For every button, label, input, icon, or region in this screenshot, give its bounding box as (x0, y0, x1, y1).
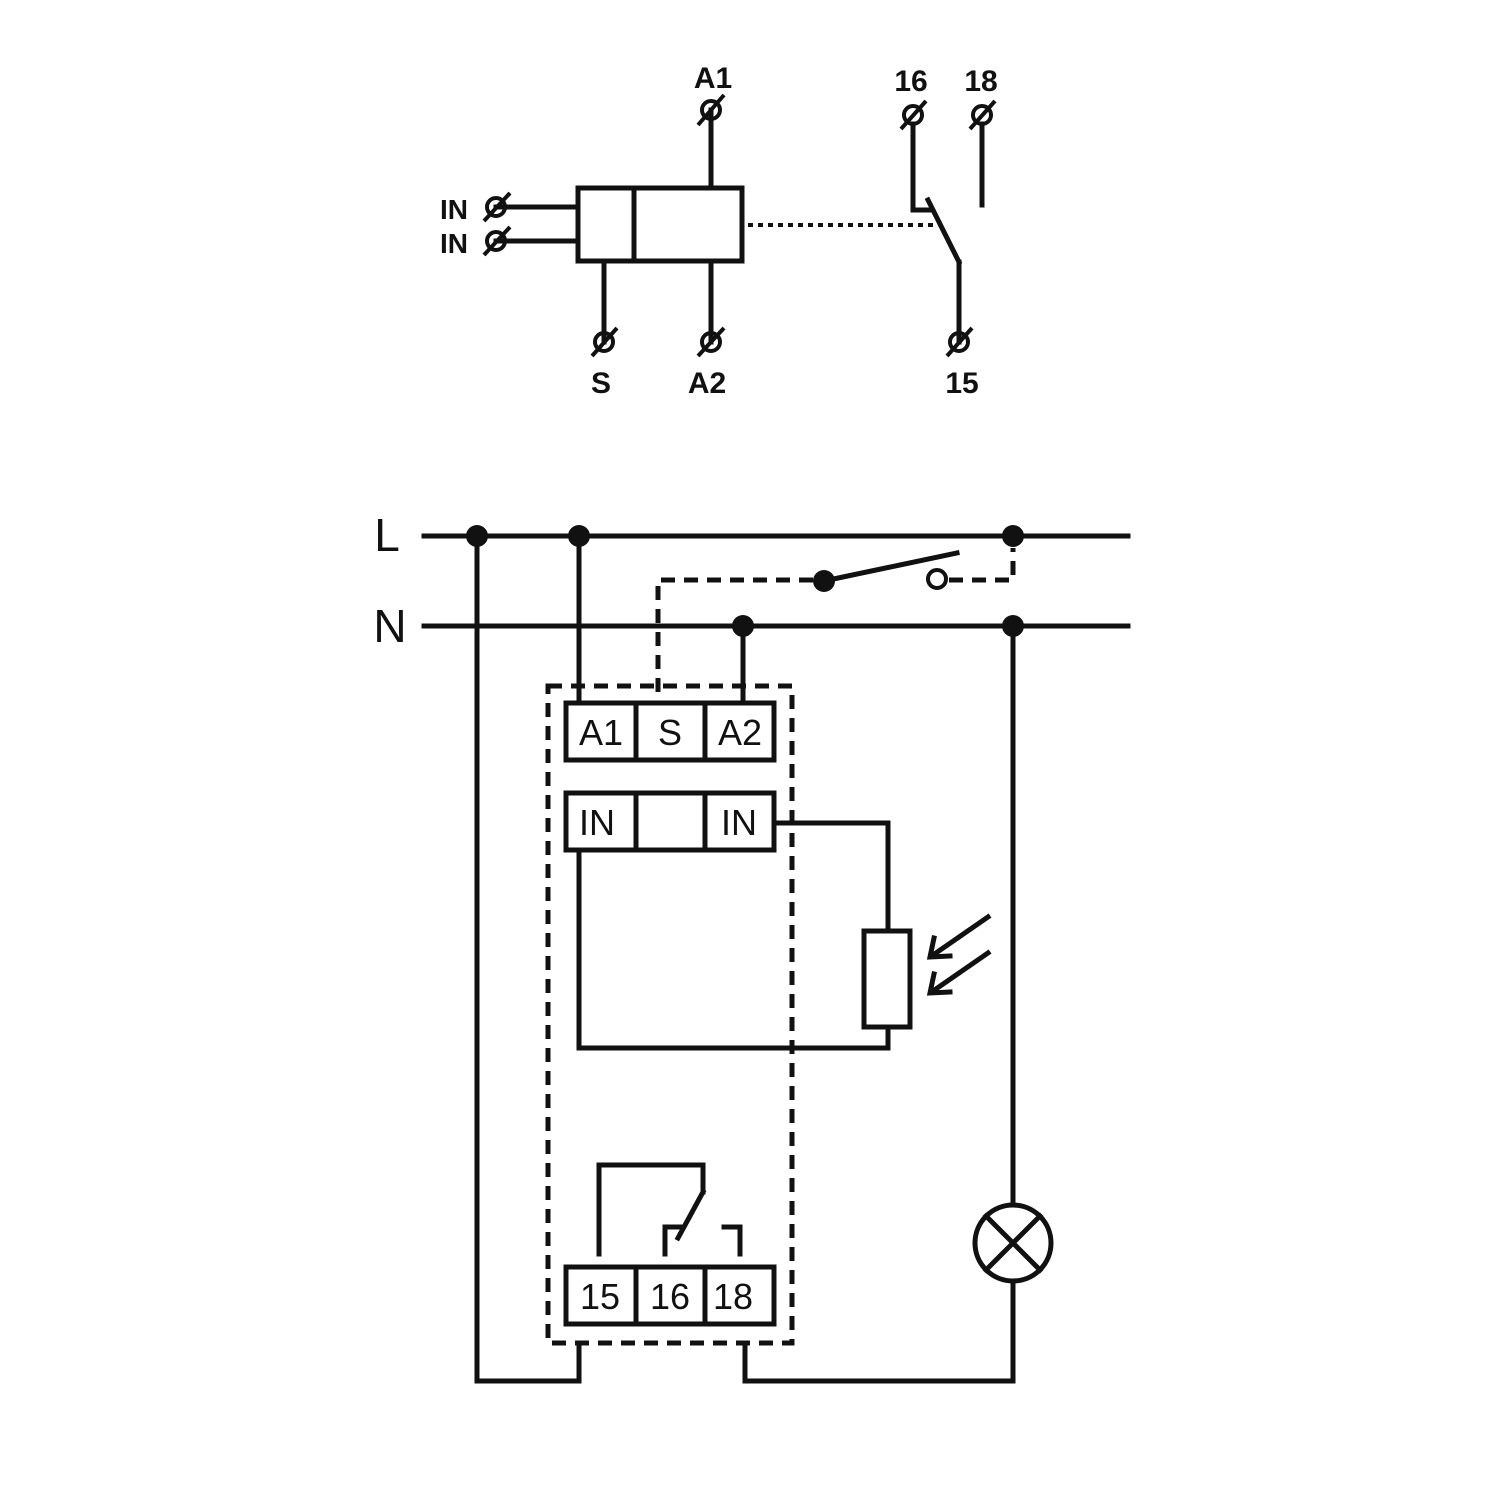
block-label-16: 16 (650, 1276, 690, 1317)
a2-label: A2 (688, 367, 726, 400)
external-switch-blade (821, 550, 960, 584)
a2-terminal-icon (696, 326, 726, 358)
changeover-blade (924, 196, 963, 266)
l-to-15-wire (474, 533, 582, 1384)
internal-contact-blade (674, 1188, 707, 1242)
lamp-to-18-wire (742, 1279, 1016, 1384)
a1-label: A1 (694, 62, 732, 95)
t18-label: 18 (964, 65, 997, 98)
bus-l-label: L (374, 509, 400, 561)
block-label-a1: A1 (579, 712, 623, 753)
photoresistor-icon (861, 928, 913, 1030)
terminal-block-middle: IN IN (563, 790, 777, 853)
t15-terminal-icon (945, 326, 974, 358)
block-label-a2: A2 (718, 712, 762, 753)
s-terminal-icon (590, 326, 619, 358)
internal-contact-15 (596, 1162, 706, 1257)
a1-terminal-icon (696, 93, 726, 127)
in-upper-terminal-icon (482, 191, 512, 223)
light-arrows-icon (926, 913, 992, 996)
relay-symbol: A1 IN IN S A2 (440, 62, 998, 400)
switch-contact-icon (926, 568, 948, 590)
block-label-in-left: IN (579, 802, 615, 843)
device-enclosure (545, 683, 795, 1346)
sensor-feed-wire (771, 820, 891, 934)
block-label-18: 18 (713, 1276, 753, 1317)
wiring-schematic: L N A1 (373, 509, 1131, 1384)
in-lower-terminal-icon (482, 225, 512, 257)
in-lower-label: IN (440, 228, 468, 259)
relay-body (575, 185, 745, 264)
lamp-icon (972, 1202, 1054, 1284)
in-upper-label: IN (440, 194, 468, 225)
t15-label: 15 (945, 367, 978, 400)
sensor-loop-wire (576, 847, 891, 1051)
internal-contact-18 (721, 1224, 743, 1257)
internal-contact-16 (662, 1224, 686, 1257)
block-label-s: S (658, 712, 682, 753)
terminal-block-top: A1 S A2 (563, 700, 777, 763)
switch-to-s-dashed (655, 577, 813, 700)
s-label: S (591, 367, 611, 400)
junction-node (1002, 525, 1024, 547)
t16-label: 16 (894, 65, 927, 98)
block-label-15: 15 (580, 1276, 620, 1317)
bus-n-label: N (373, 600, 406, 652)
block-label-in-right: IN (721, 802, 757, 843)
t16-wire (910, 121, 935, 213)
terminal-block-bottom: 15 16 18 (563, 1264, 777, 1327)
